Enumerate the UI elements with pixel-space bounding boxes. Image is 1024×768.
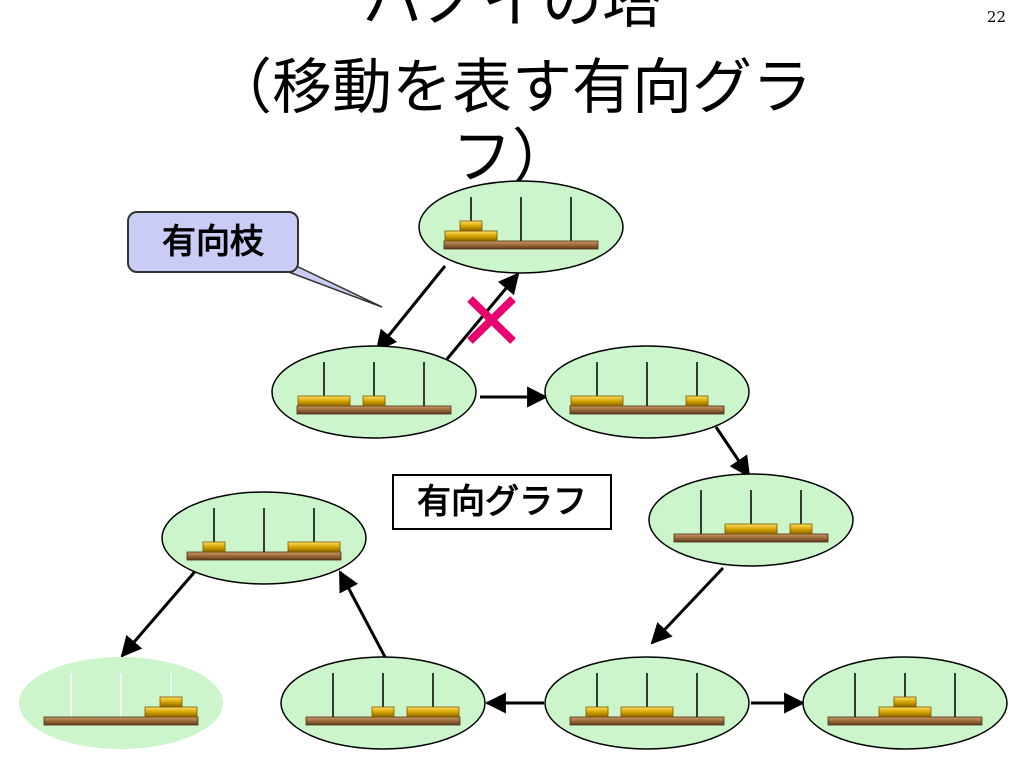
edge-s6-to-s7 <box>120 567 200 658</box>
edge-s5-to-s6 <box>338 570 387 658</box>
slide-title-line-1: ハノイの塔 <box>362 0 662 37</box>
state-node-s0 <box>418 180 624 274</box>
small-disk <box>371 706 395 718</box>
directed-graph-label: 有向グラフ <box>392 474 612 530</box>
small-disk <box>202 541 226 553</box>
state-node-s1 <box>271 345 477 439</box>
small-disk <box>893 696 917 708</box>
large-disk <box>444 230 498 242</box>
large-disk <box>620 706 674 718</box>
small-disk <box>585 706 609 718</box>
peg-base <box>673 533 829 543</box>
small-disk <box>789 523 813 535</box>
peg-base <box>186 551 342 561</box>
edge-s2-to-s3 <box>714 426 751 478</box>
small-disk <box>362 395 386 407</box>
peg-base <box>827 716 983 726</box>
slide-title-line-2: （移動を表す有向グラ <box>212 53 812 123</box>
large-disk <box>406 706 460 718</box>
page-number: 22 <box>986 8 1006 26</box>
state-node-s3 <box>648 473 854 567</box>
small-disk <box>159 696 183 708</box>
edge-s3-to-s4 <box>650 566 725 645</box>
large-disk <box>297 395 351 407</box>
state-node-s4 <box>544 656 750 750</box>
edge-s0-to-s1 <box>375 265 447 352</box>
small-disk <box>685 395 709 407</box>
slide-title-line-3: フ） <box>452 123 572 193</box>
large-disk <box>287 541 341 553</box>
large-disk <box>724 523 778 535</box>
peg-base <box>569 716 725 726</box>
large-disk <box>878 706 932 718</box>
state-node-s6 <box>161 491 367 585</box>
state-node-s5 <box>280 656 486 750</box>
large-disk <box>570 395 624 407</box>
peg-base <box>443 240 599 250</box>
state-node-s7 <box>19 657 223 749</box>
peg-base <box>296 405 452 415</box>
peg-base <box>43 716 199 726</box>
nodes-layer <box>19 180 1008 750</box>
forbidden-cross-mark <box>467 296 516 344</box>
small-disk <box>459 220 483 232</box>
directed-edge-callout: 有向枝 <box>127 211 299 273</box>
large-disk <box>144 706 198 718</box>
peg-base <box>305 716 461 726</box>
peg-base <box>569 405 725 415</box>
state-node-s8 <box>802 656 1008 750</box>
state-node-s2 <box>544 345 750 439</box>
edges-layer <box>120 265 806 714</box>
